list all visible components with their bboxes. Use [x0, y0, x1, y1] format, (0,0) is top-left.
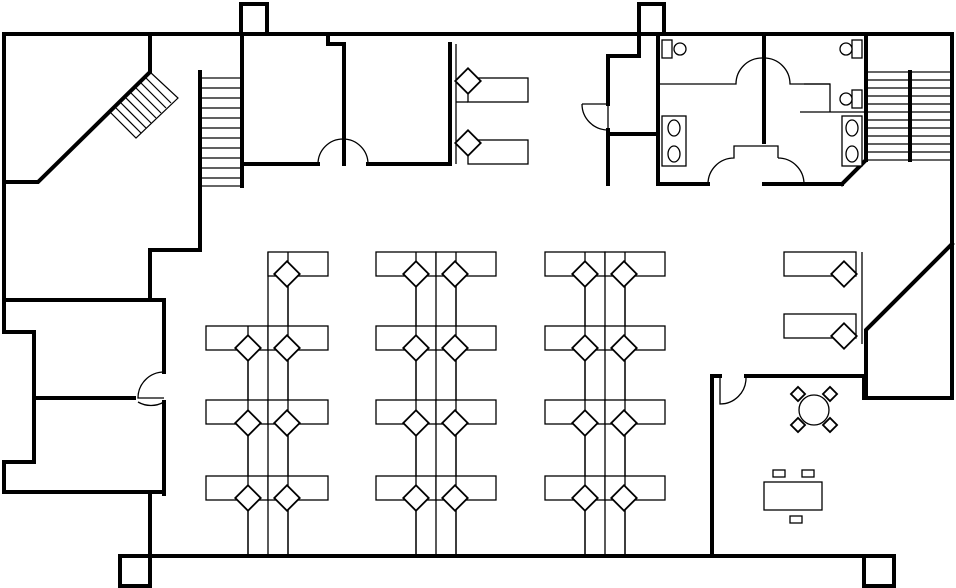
chair — [233, 333, 263, 363]
toilet — [851, 39, 863, 59]
chair — [609, 259, 639, 289]
workstation-cluster-1 — [205, 251, 329, 556]
left-stair-room — [2, 32, 244, 302]
chair — [272, 333, 302, 363]
chair — [829, 259, 859, 289]
chair — [272, 408, 302, 438]
toilet — [661, 39, 673, 59]
chair — [570, 259, 600, 289]
diagonal-stairs — [109, 71, 179, 139]
chair — [440, 483, 470, 513]
chair — [453, 128, 483, 158]
outer-walls — [2, 32, 954, 588]
chair — [570, 408, 600, 438]
chair — [233, 483, 263, 513]
left-closet-door — [137, 371, 165, 407]
chair — [440, 333, 470, 363]
top-office-desks — [453, 44, 529, 165]
straight-stairs-left — [199, 77, 243, 187]
chair — [401, 483, 431, 513]
top-offices — [240, 32, 452, 166]
chair — [272, 483, 302, 513]
chair — [570, 333, 600, 363]
chair — [829, 321, 859, 351]
chair — [440, 259, 470, 289]
chair — [609, 408, 639, 438]
chair — [401, 333, 431, 363]
right-desks — [783, 251, 863, 351]
workstation-cluster-2 — [375, 251, 497, 556]
chair — [609, 333, 639, 363]
chair — [401, 408, 431, 438]
chair — [401, 259, 431, 289]
chair — [570, 483, 600, 513]
chair — [453, 66, 483, 96]
workstation-cluster-3 — [544, 251, 666, 556]
exterior-pillars — [239, 2, 666, 36]
chair — [440, 408, 470, 438]
meeting-table — [763, 481, 823, 511]
restroom-block — [581, 32, 869, 187]
round-table — [798, 394, 830, 426]
conference-room — [710, 241, 955, 558]
chair — [272, 259, 302, 289]
chair — [609, 483, 639, 513]
toilet — [851, 89, 863, 109]
chair — [233, 408, 263, 438]
